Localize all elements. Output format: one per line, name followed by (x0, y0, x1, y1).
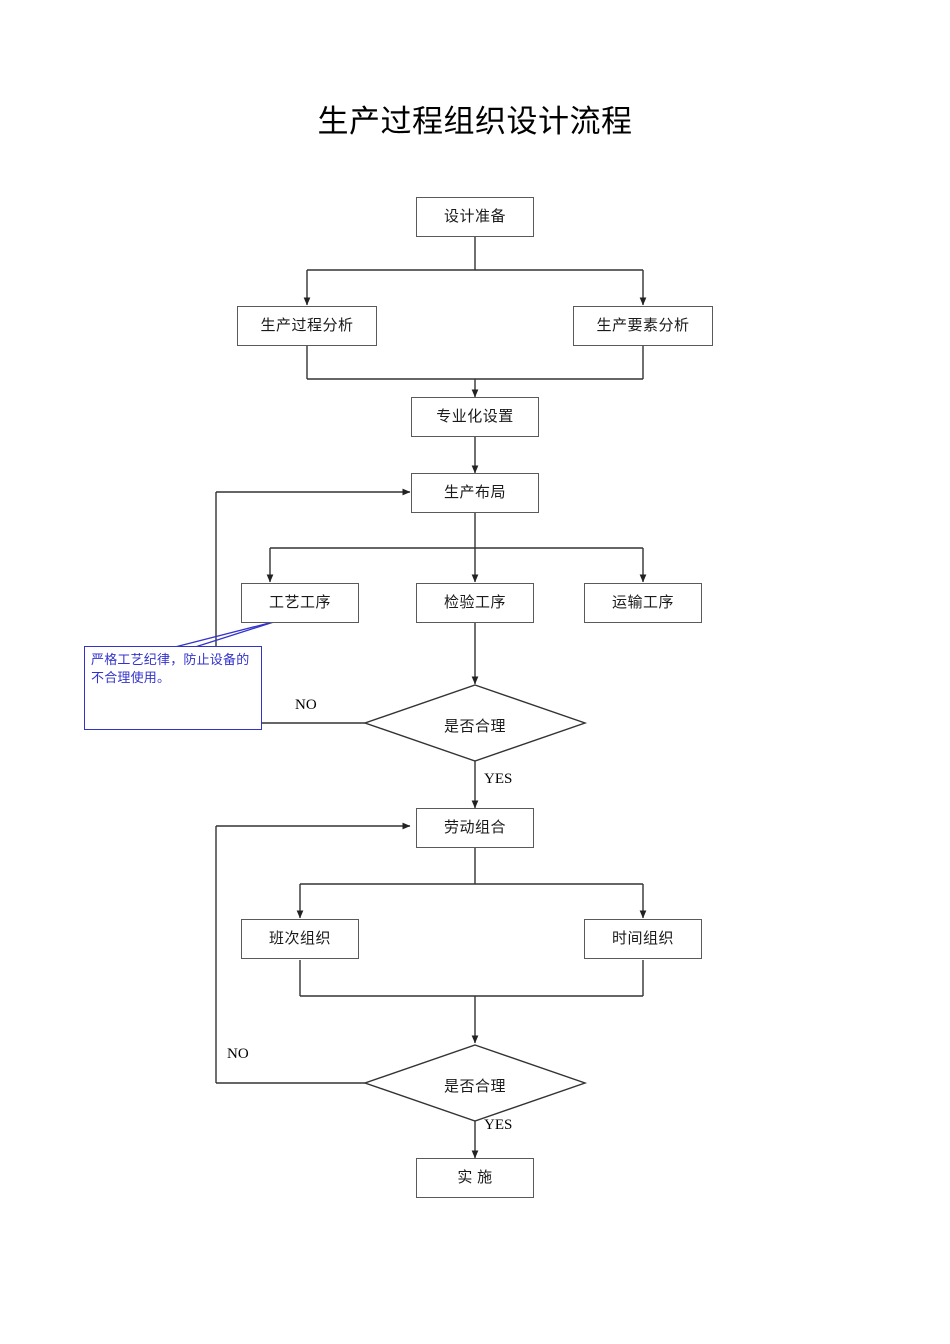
node-label: 班次组织 (268, 930, 331, 947)
node-label: 工艺工序 (268, 594, 331, 611)
node-implement[interactable]: 实 施 (416, 1158, 534, 1198)
node-time-organization[interactable]: 时间组织 (584, 919, 702, 959)
node-label: 生产要素分析 (596, 317, 690, 334)
node-label: 专业化设置 (436, 408, 514, 425)
node-inspection-process[interactable]: 检验工序 (416, 583, 534, 623)
node-label: 实 施 (457, 1169, 493, 1186)
callout-text: 严格工艺纪律，防止设备的不合理使用。 (91, 652, 250, 685)
edge-label-decision-one-yes: YES (484, 771, 513, 787)
node-design-preparation[interactable]: 设计准备 (416, 197, 534, 237)
node-labor-combination[interactable]: 劳动组合 (416, 808, 534, 848)
node-specialization-setup[interactable]: 专业化设置 (411, 397, 539, 437)
node-shift-organization[interactable]: 班次组织 (241, 919, 359, 959)
node-production-process-analysis[interactable]: 生产过程分析 (237, 306, 377, 346)
edge-label-decision-two-no: NO (227, 1046, 249, 1062)
node-production-factor-analysis[interactable]: 生产要素分析 (573, 306, 713, 346)
decision-label-text: 是否合理 (443, 719, 506, 735)
node-transport-process[interactable]: 运输工序 (584, 583, 702, 623)
callout-craft-discipline[interactable]: 严格工艺纪律，防止设备的不合理使用。 (84, 646, 262, 730)
node-label: 劳动组合 (443, 819, 506, 836)
edge-label-decision-one-no: NO (295, 697, 317, 713)
edge-label-decision-two-yes: YES (484, 1117, 513, 1133)
node-label: 生产布局 (443, 484, 506, 501)
page-title: 生产过程组织设计流程 (317, 104, 633, 139)
node-label: 运输工序 (611, 594, 674, 611)
node-decision-two-label: 是否合理 (405, 1075, 545, 1096)
decision-label-text: 是否合理 (443, 1079, 506, 1095)
node-label: 检验工序 (443, 594, 506, 611)
callout-leader-line-lower (191, 620, 278, 649)
node-decision-one-label: 是否合理 (405, 715, 545, 736)
node-label: 设计准备 (443, 208, 506, 225)
callout-leader-line-upper (174, 620, 278, 648)
callout-leader-lines (174, 620, 278, 649)
node-production-layout[interactable]: 生产布局 (411, 473, 539, 513)
node-craft-process[interactable]: 工艺工序 (241, 583, 359, 623)
node-label: 生产过程分析 (260, 317, 354, 334)
node-label: 时间组织 (611, 930, 674, 947)
